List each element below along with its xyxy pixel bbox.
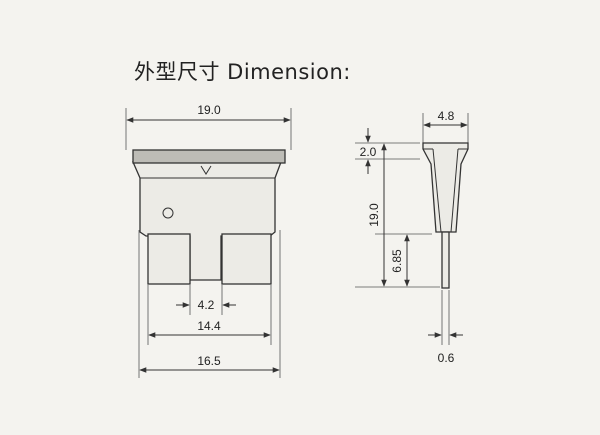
side-view: 4.8 2.0 19.0 6.85 0.6 — [355, 109, 469, 365]
side-blade — [441, 231, 450, 289]
notch-mark — [200, 165, 212, 175]
dim-label-terminal-gap: 4.2 — [198, 298, 215, 312]
dim-label-terminal-span: 14.4 — [197, 319, 221, 333]
side-body-outline — [422, 142, 469, 233]
dim-label-top-width: 4.8 — [438, 109, 455, 123]
dim-label-body-height: 19.0 — [367, 203, 381, 227]
right-blade — [221, 233, 272, 285]
side-inner-line-left — [432, 148, 442, 233]
dim-label-blade-thickness: 0.6 — [438, 351, 455, 365]
test-point-circle — [162, 207, 174, 219]
side-inner-line-right — [450, 148, 459, 233]
dim-label-cap-height: 2.0 — [360, 145, 377, 159]
dim-label-overall-width: 19.0 — [197, 103, 221, 117]
diagram-title: 外型尺寸 Dimension: — [134, 60, 351, 84]
left-blade — [147, 233, 191, 285]
fuse-cap — [132, 149, 286, 164]
front-view: 19.0 4.2 14.4 16.5 — [125, 103, 292, 378]
dim-label-base-width: 16.5 — [197, 354, 221, 368]
dim-label-blade-length: 6.85 — [390, 249, 404, 273]
